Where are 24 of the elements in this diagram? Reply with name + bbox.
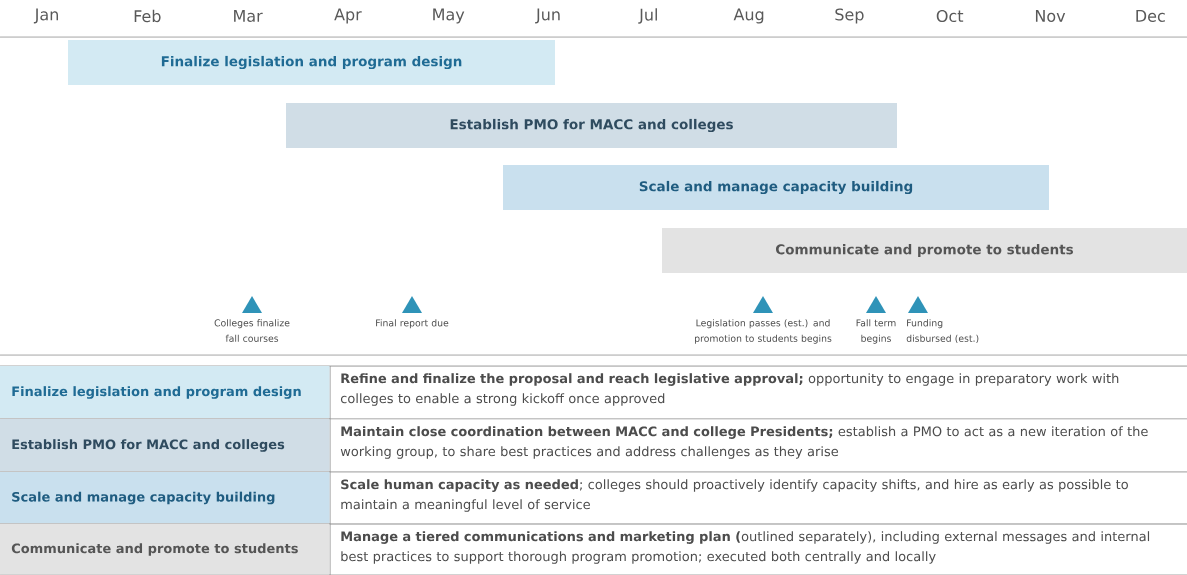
gantt-bar: Communicate and promote to students [662, 228, 1187, 273]
description-text: Refine and finalize the proposal and reach legislative approval; opportunity to engage in preparatory work with colleges to enable a strong kickoff once approved [340, 373, 1119, 406]
description-text: Maintain close coordination between MACC and college Presidents; establish a PMO to act as a new iteration of the working group, to share best practices and address challenges as they arise [340, 426, 1148, 459]
month-label: Mar [234, 10, 263, 22]
month-label: Nov [1035, 10, 1066, 22]
row-header: Communicate and promote to students [0, 524, 330, 574]
month-label: Sep [835, 8, 864, 24]
month-label: Oct [936, 9, 964, 23]
row-header: Establish PMO for MACC and colleges [0, 419, 330, 471]
month-label: May [433, 8, 465, 24]
month-label: Feb [134, 9, 161, 23]
description-text: Scale human capacity as needed; colleges should proactively identify capacity shifts, and hire as early as possible to maintain a meaningful level of service [341, 479, 1128, 512]
description-text: Manage a tiered communications and marketing plan (outlined separately), including external messages and internal best practices to support thorough program promotion; executed both centrally and locally [341, 531, 1150, 564]
gantt-bar: Scale and manage capacity building [503, 165, 1049, 210]
month-label: Dec [1136, 10, 1165, 22]
month-label: Jan [33, 8, 58, 24]
row-header: Scale and manage capacity building [0, 472, 330, 523]
gantt-bar: Establish PMO for MACC and colleges [286, 103, 897, 148]
gantt-bar: Finalize legislation and program design [68, 40, 555, 85]
row-header: Finalize legislation and program design [0, 366, 330, 418]
month-label: Aug [733, 8, 764, 24]
month-label: Jun [535, 8, 560, 24]
month-label: Jul [638, 8, 657, 24]
month-label: Apr [334, 8, 362, 24]
